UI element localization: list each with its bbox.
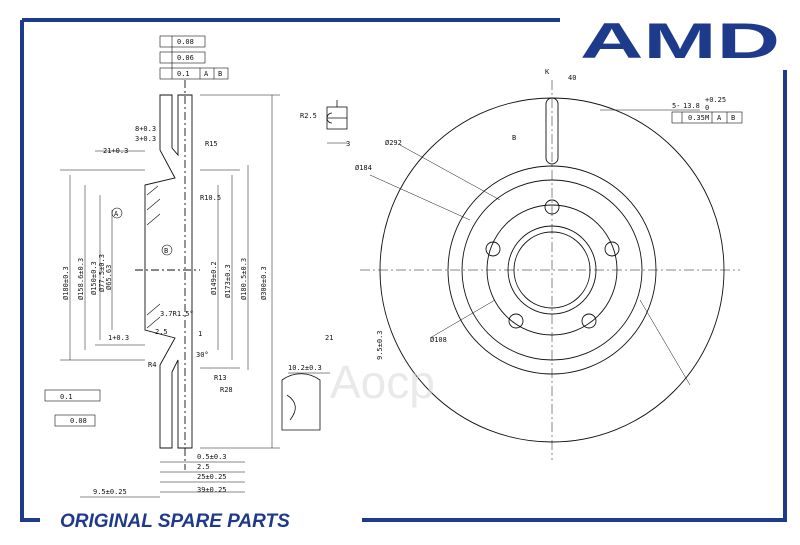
radius-r15: R15 [205,140,218,148]
face-dia-108: Ø108 [430,336,447,344]
dim-bottom-25: 25±0.25 [197,473,227,481]
hole-ref-a: A [717,114,722,122]
dim-21: 21+0.3 [103,147,128,155]
dia-65: Ø65.63 [105,265,113,290]
hole-tol-upper: +0.25 [705,96,726,104]
tolerance-flatness: 0.08 [177,38,194,46]
footer-caption: ORIGINAL SPARE PARTS [60,511,290,532]
bolt-hole [508,313,524,329]
datum-a: A [114,210,119,218]
watermark: Aocp [330,356,435,408]
face-section-k: K [545,68,550,76]
dim-bottom-0-5: 0.5±0.3 [197,453,227,461]
hole-modifier: M [705,114,709,122]
dia-158: Ø158.6±0.3 [77,258,85,300]
bolt-hole [485,241,501,257]
dia-300: Ø300±0.3 [260,266,268,300]
dim-bottom-9-5: 9.5±0.25 [93,488,127,496]
tolerance-ref-a: A [204,70,209,78]
hole-tol-lower: 0 [705,104,709,112]
face-dia-292: Ø292 [385,139,402,147]
dim-bottom-39: 39±0.25 [197,486,227,494]
drawing-frame [20,18,787,522]
left-frame-runout: 0.1 [60,393,73,401]
dim-1-inner: 1 [198,330,202,338]
dim-3: 3+0.3 [135,135,156,143]
vertical-diameter-labels: Ø180±0.3 Ø158.6±0.3 Ø150±0.3 Ø77.5±0.3 Ø… [62,254,268,300]
tolerance-runout: 0.1 [177,70,190,78]
dia-77: Ø77.5±0.3 [98,254,106,292]
hole-count: 5- [672,102,680,110]
dim-1-hub: 1+0.3 [108,334,129,342]
slot-dim-10: 10.2±0.3 [288,364,322,372]
dim-chamfer: 3.7R1.5° [160,310,194,318]
hole-position-tol: 0.35 [688,114,705,122]
detail-dim-3: 3 [346,140,350,148]
rotor-face-view [360,80,743,460]
dim-8: 8+0.3 [135,125,156,133]
radius-r13: R13 [214,374,227,382]
face-dim-21: 21 [325,334,333,342]
face-dimension-labels: Ø292 Ø184 Ø108 21 40 K B 5- 13.8 +0.25 0… [325,68,735,344]
face-dim-40: 40 [568,74,576,82]
slot-dim-9: 9.5±0.3 [376,330,384,360]
left-frame-flatness: 0.08 [70,417,87,425]
dia-173: Ø173±0.3 [224,264,232,298]
face-datum-b: B [512,134,516,142]
bolt-hole [581,313,597,329]
dia-150: Ø150±0.3 [90,261,98,295]
detail-view-top [326,100,348,144]
radius-r10: R10.5 [200,194,221,202]
dia-180-5: Ø180.5±0.3 [240,258,248,300]
detail-view-slot [281,372,330,431]
bolt-hole [604,241,620,257]
dim-bottom-2-5: 2.5 [197,463,210,471]
datum-b: B [164,247,168,255]
face-dia-184: Ø184 [355,164,372,172]
dim-2-5: 2.5 [155,328,168,336]
hole-dia: 13.8 [683,102,700,110]
tolerance-parallel: 0.06 [177,54,194,62]
dia-149: Ø149±0.2 [210,261,218,295]
dia-180: Ø180±0.3 [62,266,70,300]
dim-angle: 30° [196,351,209,359]
tolerance-ref-b: B [218,70,222,78]
detail-radius: R2.5 [300,112,317,120]
cross-section-view [44,35,280,498]
hole-ref-b: B [731,114,735,122]
radius-r4: R4 [148,361,156,369]
brand-logo: AMD [580,13,780,69]
section-dimension-labels: 0.08 0.06 0.1 A B 8+0.3 3+0.3 21+0.3 R15… [60,38,233,496]
radius-r28: R28 [220,386,233,394]
